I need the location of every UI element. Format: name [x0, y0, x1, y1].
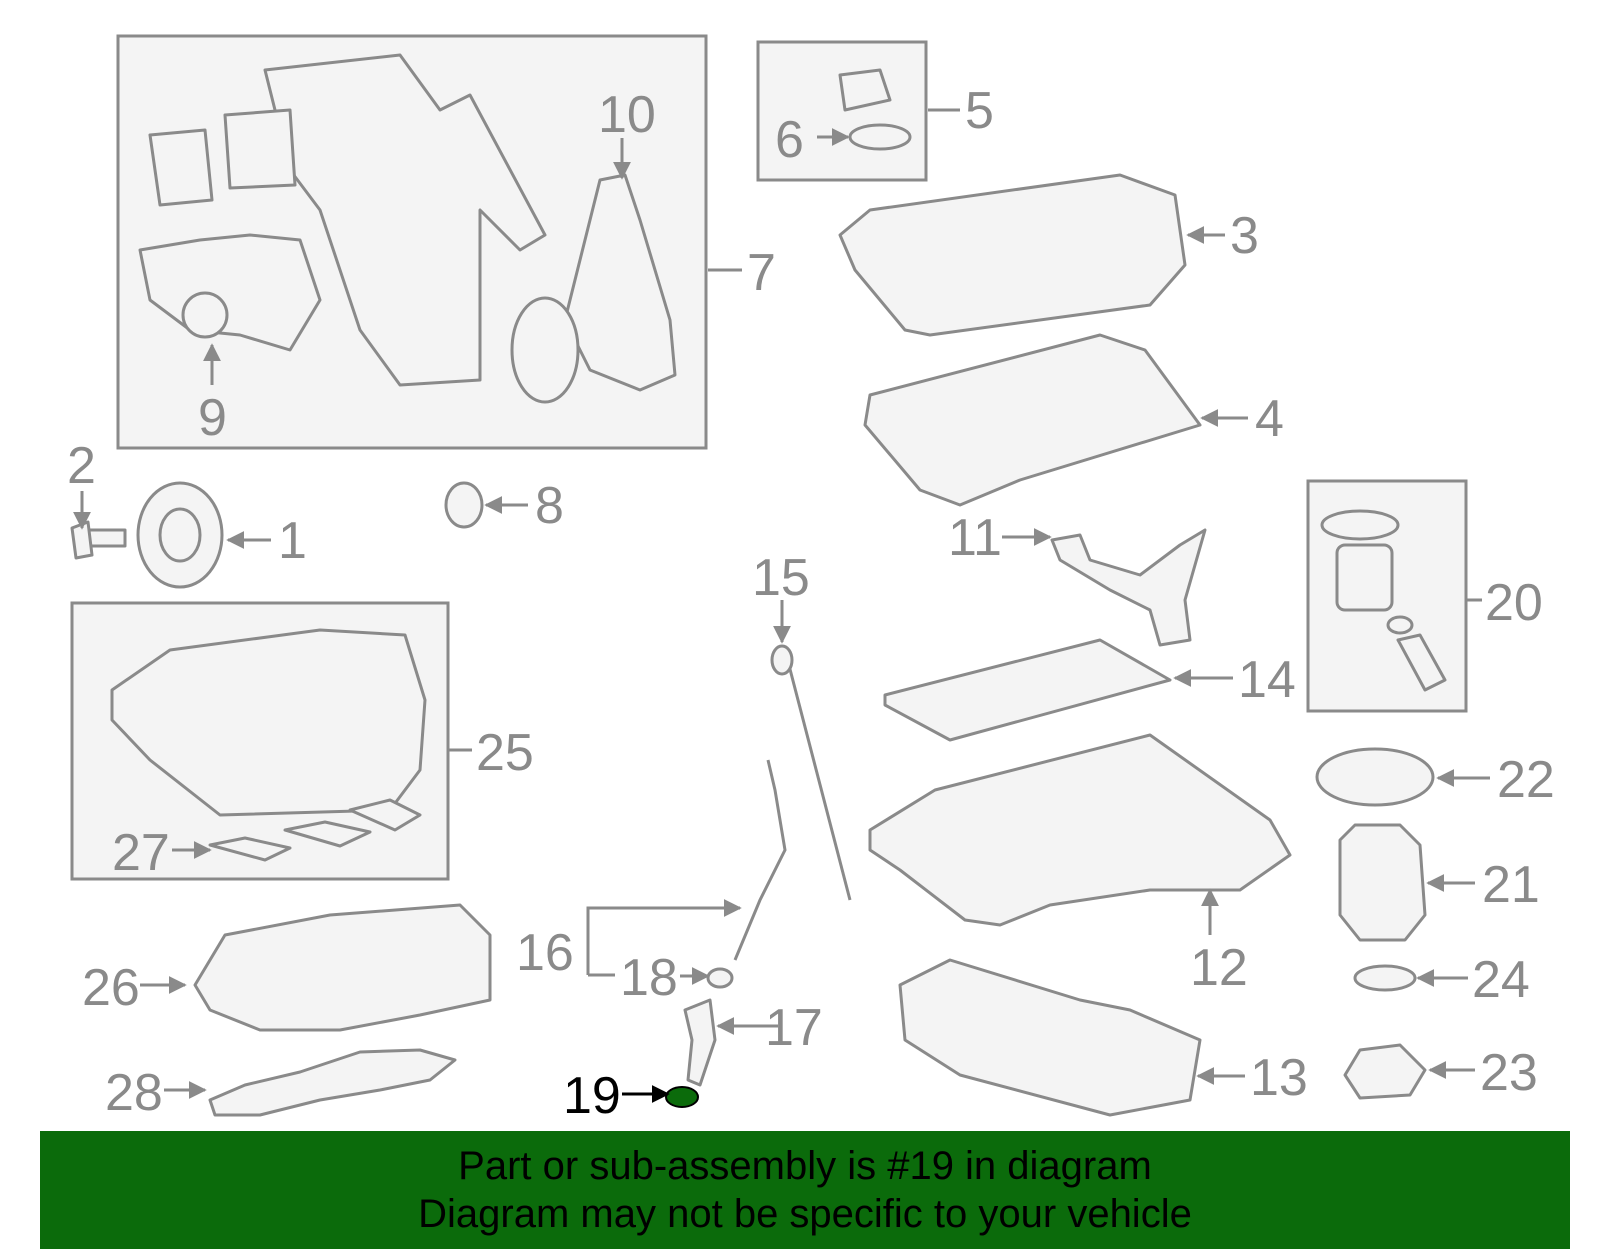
banner-line-2: Diagram may not be specific to your vehi… — [418, 1192, 1192, 1236]
callout-7: 7 — [747, 244, 776, 302]
oil-cap-group-box — [756, 40, 928, 182]
callout-18: 18 — [620, 949, 678, 1007]
valve-cover-gasket — [863, 333, 1202, 507]
oil-filter-parts — [1320, 509, 1447, 692]
banner-line-1: Part or sub-assembly is #19 in diagram — [458, 1144, 1152, 1188]
intake-manifold-parts — [110, 628, 427, 862]
callout-23: 23 — [1480, 1044, 1538, 1102]
callout-15: 15 — [752, 549, 810, 607]
filter-housing-cap — [1338, 823, 1427, 942]
drain-plug — [1343, 1043, 1427, 1100]
info-banner: Part or sub-assembly is #19 in diagram D… — [40, 1131, 1570, 1249]
callout-6: 6 — [775, 111, 804, 169]
intake-plenum — [193, 903, 492, 1032]
callout-20: 20 — [1485, 574, 1543, 632]
callout-12: 12 — [1190, 939, 1248, 997]
callout-9: 9 — [198, 389, 227, 447]
oil-seal — [444, 481, 484, 529]
dipstick-tube — [733, 759, 787, 961]
oil-pan-gasket — [883, 638, 1172, 742]
callout-19: 19 — [563, 1067, 621, 1125]
oil-strainer — [1050, 528, 1207, 647]
callout-28: 28 — [105, 1064, 163, 1122]
oil-level-sensor — [683, 998, 717, 1087]
callout-4: 4 — [1255, 390, 1284, 448]
callout-14: 14 — [1238, 651, 1296, 709]
callout-13: 13 — [1250, 1049, 1308, 1107]
highlighted-part-19 — [665, 1086, 699, 1108]
callout-16: 16 — [516, 924, 574, 982]
upper-oil-pan — [868, 733, 1292, 927]
crank-pulley — [136, 481, 224, 589]
drain-plug-gasket — [1353, 964, 1417, 992]
leader-lines — [73, 108, 1490, 1103]
lower-oil-pan — [898, 958, 1202, 1117]
callout-27: 27 — [112, 824, 170, 882]
plenum-gasket — [208, 1048, 457, 1117]
callout-labels: 1 2 3 4 5 6 7 8 9 10 11 12 13 14 15 16 1… — [67, 82, 1555, 1125]
pulley-bolt — [70, 520, 127, 560]
timing-cover-parts — [138, 53, 677, 404]
dipstick — [783, 649, 852, 901]
valve-cover — [838, 173, 1187, 337]
callout-3: 3 — [1230, 207, 1259, 265]
callout-11: 11 — [948, 509, 1002, 567]
callout-8: 8 — [535, 477, 564, 535]
callout-10: 10 — [598, 86, 656, 144]
callout-26: 26 — [82, 959, 140, 1017]
sensor-o-ring — [706, 967, 734, 989]
callout-21: 21 — [1482, 856, 1540, 914]
callout-2: 2 — [67, 437, 96, 495]
callout-22: 22 — [1497, 751, 1555, 809]
filter-housing-gasket — [1315, 747, 1435, 807]
oil-cap-parts — [838, 68, 912, 151]
callout-5: 5 — [965, 82, 994, 140]
callout-1: 1 — [278, 512, 307, 570]
callout-17: 17 — [765, 999, 823, 1057]
callout-24: 24 — [1472, 951, 1530, 1009]
callout-25: 25 — [476, 724, 534, 782]
